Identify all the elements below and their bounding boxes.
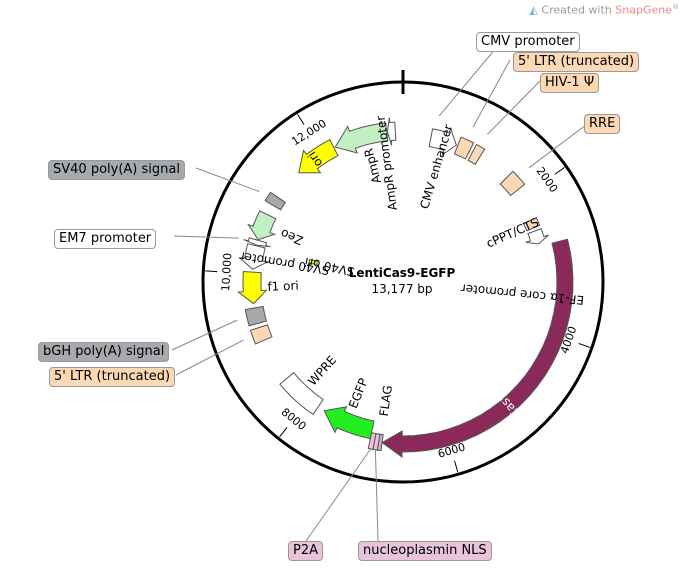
- callout-leader: [195, 167, 260, 192]
- feature-label-zeo: Zeo: [279, 226, 306, 248]
- callout-sv40-poly-a-signal[interactable]: SV40 poly(A) signal: [48, 160, 185, 180]
- feature-5-ltr-truncated[interactable]: [453, 136, 475, 160]
- feature-cmv-enhancer[interactable]: [428, 126, 457, 157]
- tick-label: 8000: [279, 405, 309, 433]
- feature-sv40-ori[interactable]: [308, 258, 319, 266]
- feature-label-flag: FLAG: [377, 384, 395, 417]
- feature-ampr-promoter[interactable]: [386, 117, 397, 146]
- callout-leader: [173, 235, 239, 239]
- tick-mark: [205, 270, 218, 273]
- callout-leader: [374, 449, 379, 542]
- feature-bgh-poly-a-signal[interactable]: [244, 305, 267, 327]
- features-layer: [236, 117, 574, 458]
- callout-rre[interactable]: RRE: [584, 114, 621, 134]
- callout-leader: [438, 47, 497, 117]
- feature-label-wpre: WPRE: [305, 353, 339, 388]
- feature-sv40-poly-a-signal[interactable]: [264, 191, 287, 211]
- tick-mark: [554, 167, 565, 175]
- callout-leader: [472, 59, 511, 128]
- feature-ampr[interactable]: [334, 122, 389, 154]
- tick-label: 2000: [534, 165, 561, 195]
- feature-label-f1-ori: f1 ori: [267, 279, 299, 294]
- callout-hiv-1[interactable]: HIV-1 Ψ: [540, 73, 600, 93]
- feature-ef-1-core-promoter[interactable]: [525, 227, 549, 245]
- tick-mark: [578, 342, 591, 348]
- feature-5-ltr-truncated[interactable]: [249, 324, 273, 345]
- callout-cmv-promoter[interactable]: CMV promoter: [476, 32, 580, 52]
- callout-em7-promoter[interactable]: EM7 promoter: [54, 229, 157, 249]
- feature-wpre[interactable]: [279, 371, 324, 415]
- backbone-layer: [201, 70, 605, 484]
- callout-leader: [305, 448, 372, 542]
- feature-em7-promoter[interactable]: [243, 237, 271, 248]
- credit-brand: SnapGene: [615, 3, 672, 17]
- feature-ori[interactable]: [298, 138, 339, 174]
- tick-mark: [279, 427, 288, 438]
- tick-mark: [297, 114, 305, 125]
- callout-leader: [175, 339, 244, 376]
- callout-p2a[interactable]: P2A: [288, 541, 324, 561]
- feature-f1-ori[interactable]: [236, 270, 268, 305]
- feature-label-egfp: EGFP: [346, 376, 370, 410]
- feature-cas9[interactable]: [381, 238, 574, 458]
- snapgene-credit: ◭ Created with SnapGene®: [529, 3, 679, 17]
- feature-rre[interactable]: [499, 170, 526, 197]
- feature-egfp[interactable]: [323, 406, 375, 440]
- tick-mark: [454, 460, 459, 473]
- credit-mark: ®: [672, 3, 679, 11]
- callout-5-ltr-truncated[interactable]: 5' LTR (truncated): [513, 52, 640, 72]
- callout-leader: [171, 319, 238, 351]
- credit-prefix: Created with: [541, 3, 612, 17]
- feature-hiv-1[interactable]: [467, 143, 486, 166]
- snapgene-logo-icon: ◭: [529, 3, 542, 17]
- callout-nucleoplasmin-nls[interactable]: nucleoplasmin NLS: [358, 541, 492, 561]
- callout-leader: [528, 121, 591, 169]
- tick-label: 10,000: [219, 253, 234, 292]
- feature-cppt-cts[interactable]: [522, 216, 541, 232]
- plasmid-size: 13,177 bp: [371, 282, 432, 296]
- callout-5-ltr-truncated[interactable]: 5' LTR (truncated): [49, 367, 176, 387]
- feature-sv40-promoter[interactable]: [238, 243, 270, 270]
- callout-leaders-layer: [171, 47, 591, 542]
- callout-leader: [487, 80, 541, 135]
- plasmid-name: LentiCas9-EGFP: [349, 266, 456, 280]
- callout-bgh-poly-a-signal[interactable]: bGH poly(A) signal: [38, 342, 170, 362]
- feature-zeo[interactable]: [247, 210, 277, 241]
